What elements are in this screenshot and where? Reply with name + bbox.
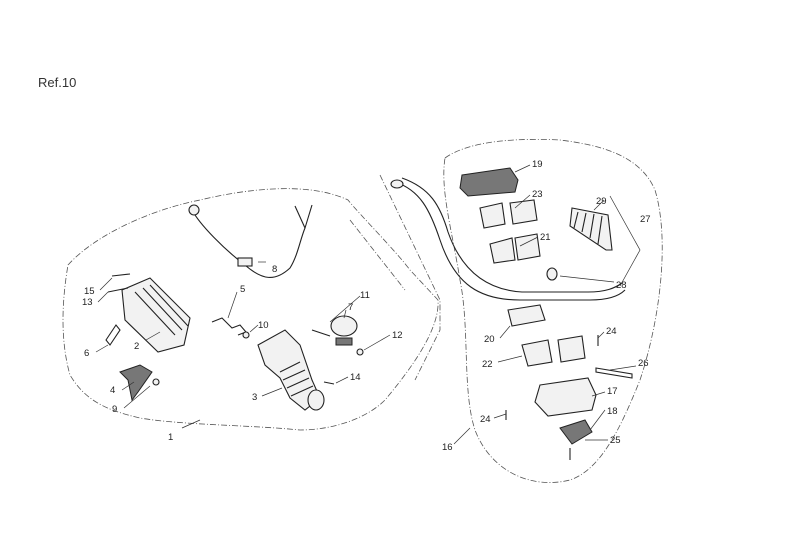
callout-26: 26 bbox=[638, 358, 649, 369]
callout-19: 19 bbox=[532, 159, 543, 170]
screw-13 bbox=[107, 287, 129, 293]
grip-29-ribs bbox=[573, 211, 603, 245]
callout-22: 22 bbox=[482, 359, 493, 370]
leader-lines bbox=[95, 164, 641, 445]
callout-7: 7 bbox=[348, 302, 353, 313]
callout-23: 23 bbox=[532, 189, 543, 200]
cable-end-fitting bbox=[188, 204, 200, 216]
callout-6: 6 bbox=[84, 348, 89, 359]
lever bbox=[119, 364, 153, 402]
callout-9: 9 bbox=[112, 404, 117, 415]
reference-label: Ref.10 bbox=[38, 75, 77, 90]
callout-15: 15 bbox=[84, 286, 95, 297]
callout-25: 25 bbox=[610, 435, 621, 446]
group-outline-right bbox=[443, 138, 663, 483]
callout-29: 29 bbox=[596, 196, 607, 207]
clamp-base bbox=[335, 337, 353, 346]
group-outline-left bbox=[62, 188, 439, 431]
washer-12 bbox=[356, 348, 364, 356]
throttle-cable bbox=[191, 204, 313, 278]
cable-adjuster bbox=[237, 257, 253, 267]
throttle-grip-ribs bbox=[279, 361, 314, 397]
ring-28 bbox=[546, 267, 558, 281]
callout-10: 10 bbox=[258, 320, 269, 331]
callout-3: 3 bbox=[252, 392, 257, 403]
screw-14 bbox=[323, 381, 335, 385]
part-18 bbox=[559, 419, 593, 445]
handlebar-tube bbox=[394, 181, 626, 301]
callout-2: 2 bbox=[134, 341, 139, 352]
screw-15 bbox=[111, 273, 131, 277]
callout-20: 20 bbox=[484, 334, 495, 345]
block-22 bbox=[521, 335, 586, 367]
callout-12: 12 bbox=[392, 330, 403, 341]
callout-numbers: 1 2 3 4 5 6 7 8 9 10 11 12 13 14 15 16 1… bbox=[82, 159, 651, 453]
handlebar-tube-inner bbox=[401, 177, 623, 293]
grip-end-collar bbox=[307, 389, 325, 411]
handlebar-guide-line bbox=[349, 174, 441, 381]
pin-9 bbox=[152, 378, 160, 386]
clamp-7 bbox=[330, 315, 358, 337]
callout-18: 18 bbox=[607, 406, 618, 417]
callout-17: 17 bbox=[607, 386, 618, 397]
callout-5: 5 bbox=[240, 284, 245, 295]
callout-4: 4 bbox=[110, 385, 115, 396]
callout-27: 27 bbox=[640, 214, 651, 225]
key-26 bbox=[595, 367, 633, 379]
bracket-20 bbox=[507, 304, 546, 327]
callout-24b: 24 bbox=[606, 326, 617, 337]
clamp-block-21 bbox=[489, 233, 541, 264]
callout-14: 14 bbox=[350, 372, 361, 383]
callout-16: 16 bbox=[442, 442, 453, 453]
base-17 bbox=[534, 377, 597, 417]
clip-5 bbox=[211, 317, 247, 336]
callout-11: 11 bbox=[360, 290, 370, 301]
cable-branch bbox=[294, 205, 306, 229]
handlebar-end bbox=[390, 179, 404, 189]
screw-11 bbox=[311, 329, 331, 337]
callout-13: 13 bbox=[82, 297, 93, 308]
callout-8: 8 bbox=[272, 264, 277, 275]
spring-6 bbox=[105, 324, 121, 346]
callout-24a: 24 bbox=[480, 414, 491, 425]
clamp-block-23 bbox=[479, 199, 538, 229]
nut-10 bbox=[242, 331, 250, 339]
cover-19 bbox=[459, 167, 519, 197]
callout-21: 21 bbox=[540, 232, 551, 243]
callout-1: 1 bbox=[168, 432, 173, 443]
grip-housing-ribs bbox=[134, 284, 189, 336]
callout-28: 28 bbox=[616, 280, 627, 291]
